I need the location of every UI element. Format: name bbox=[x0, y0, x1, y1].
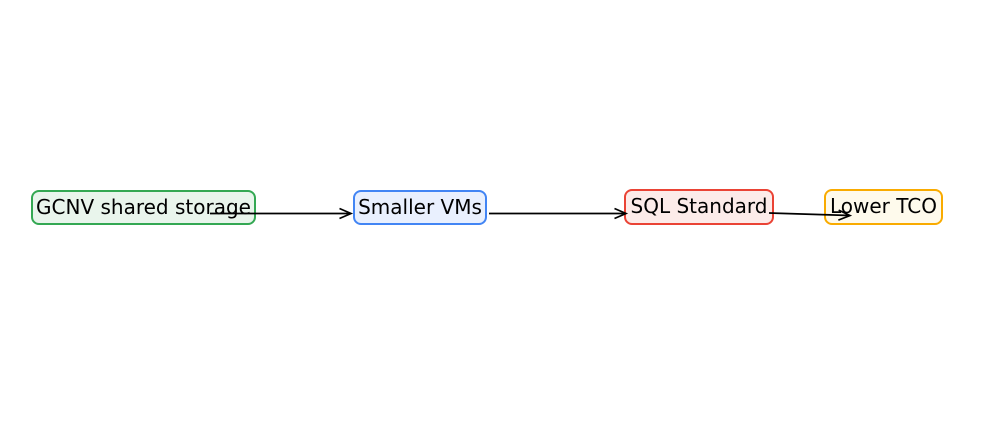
node-lower-tco: Lower TCO bbox=[824, 189, 943, 225]
node-gcnv-shared-storage: GCNV shared storage bbox=[31, 190, 256, 225]
node-label-lower-tco: Lower TCO bbox=[829, 194, 938, 218]
node-label-gcnv-shared-storage: GCNV shared storage bbox=[36, 194, 251, 219]
node-label-smaller-vms: Smaller VMs bbox=[358, 194, 482, 219]
node-sql-standard: SQL Standard bbox=[624, 189, 774, 225]
node-label-sql-standard: SQL Standard bbox=[630, 194, 768, 218]
node-smaller-vms: Smaller VMs bbox=[353, 190, 487, 225]
